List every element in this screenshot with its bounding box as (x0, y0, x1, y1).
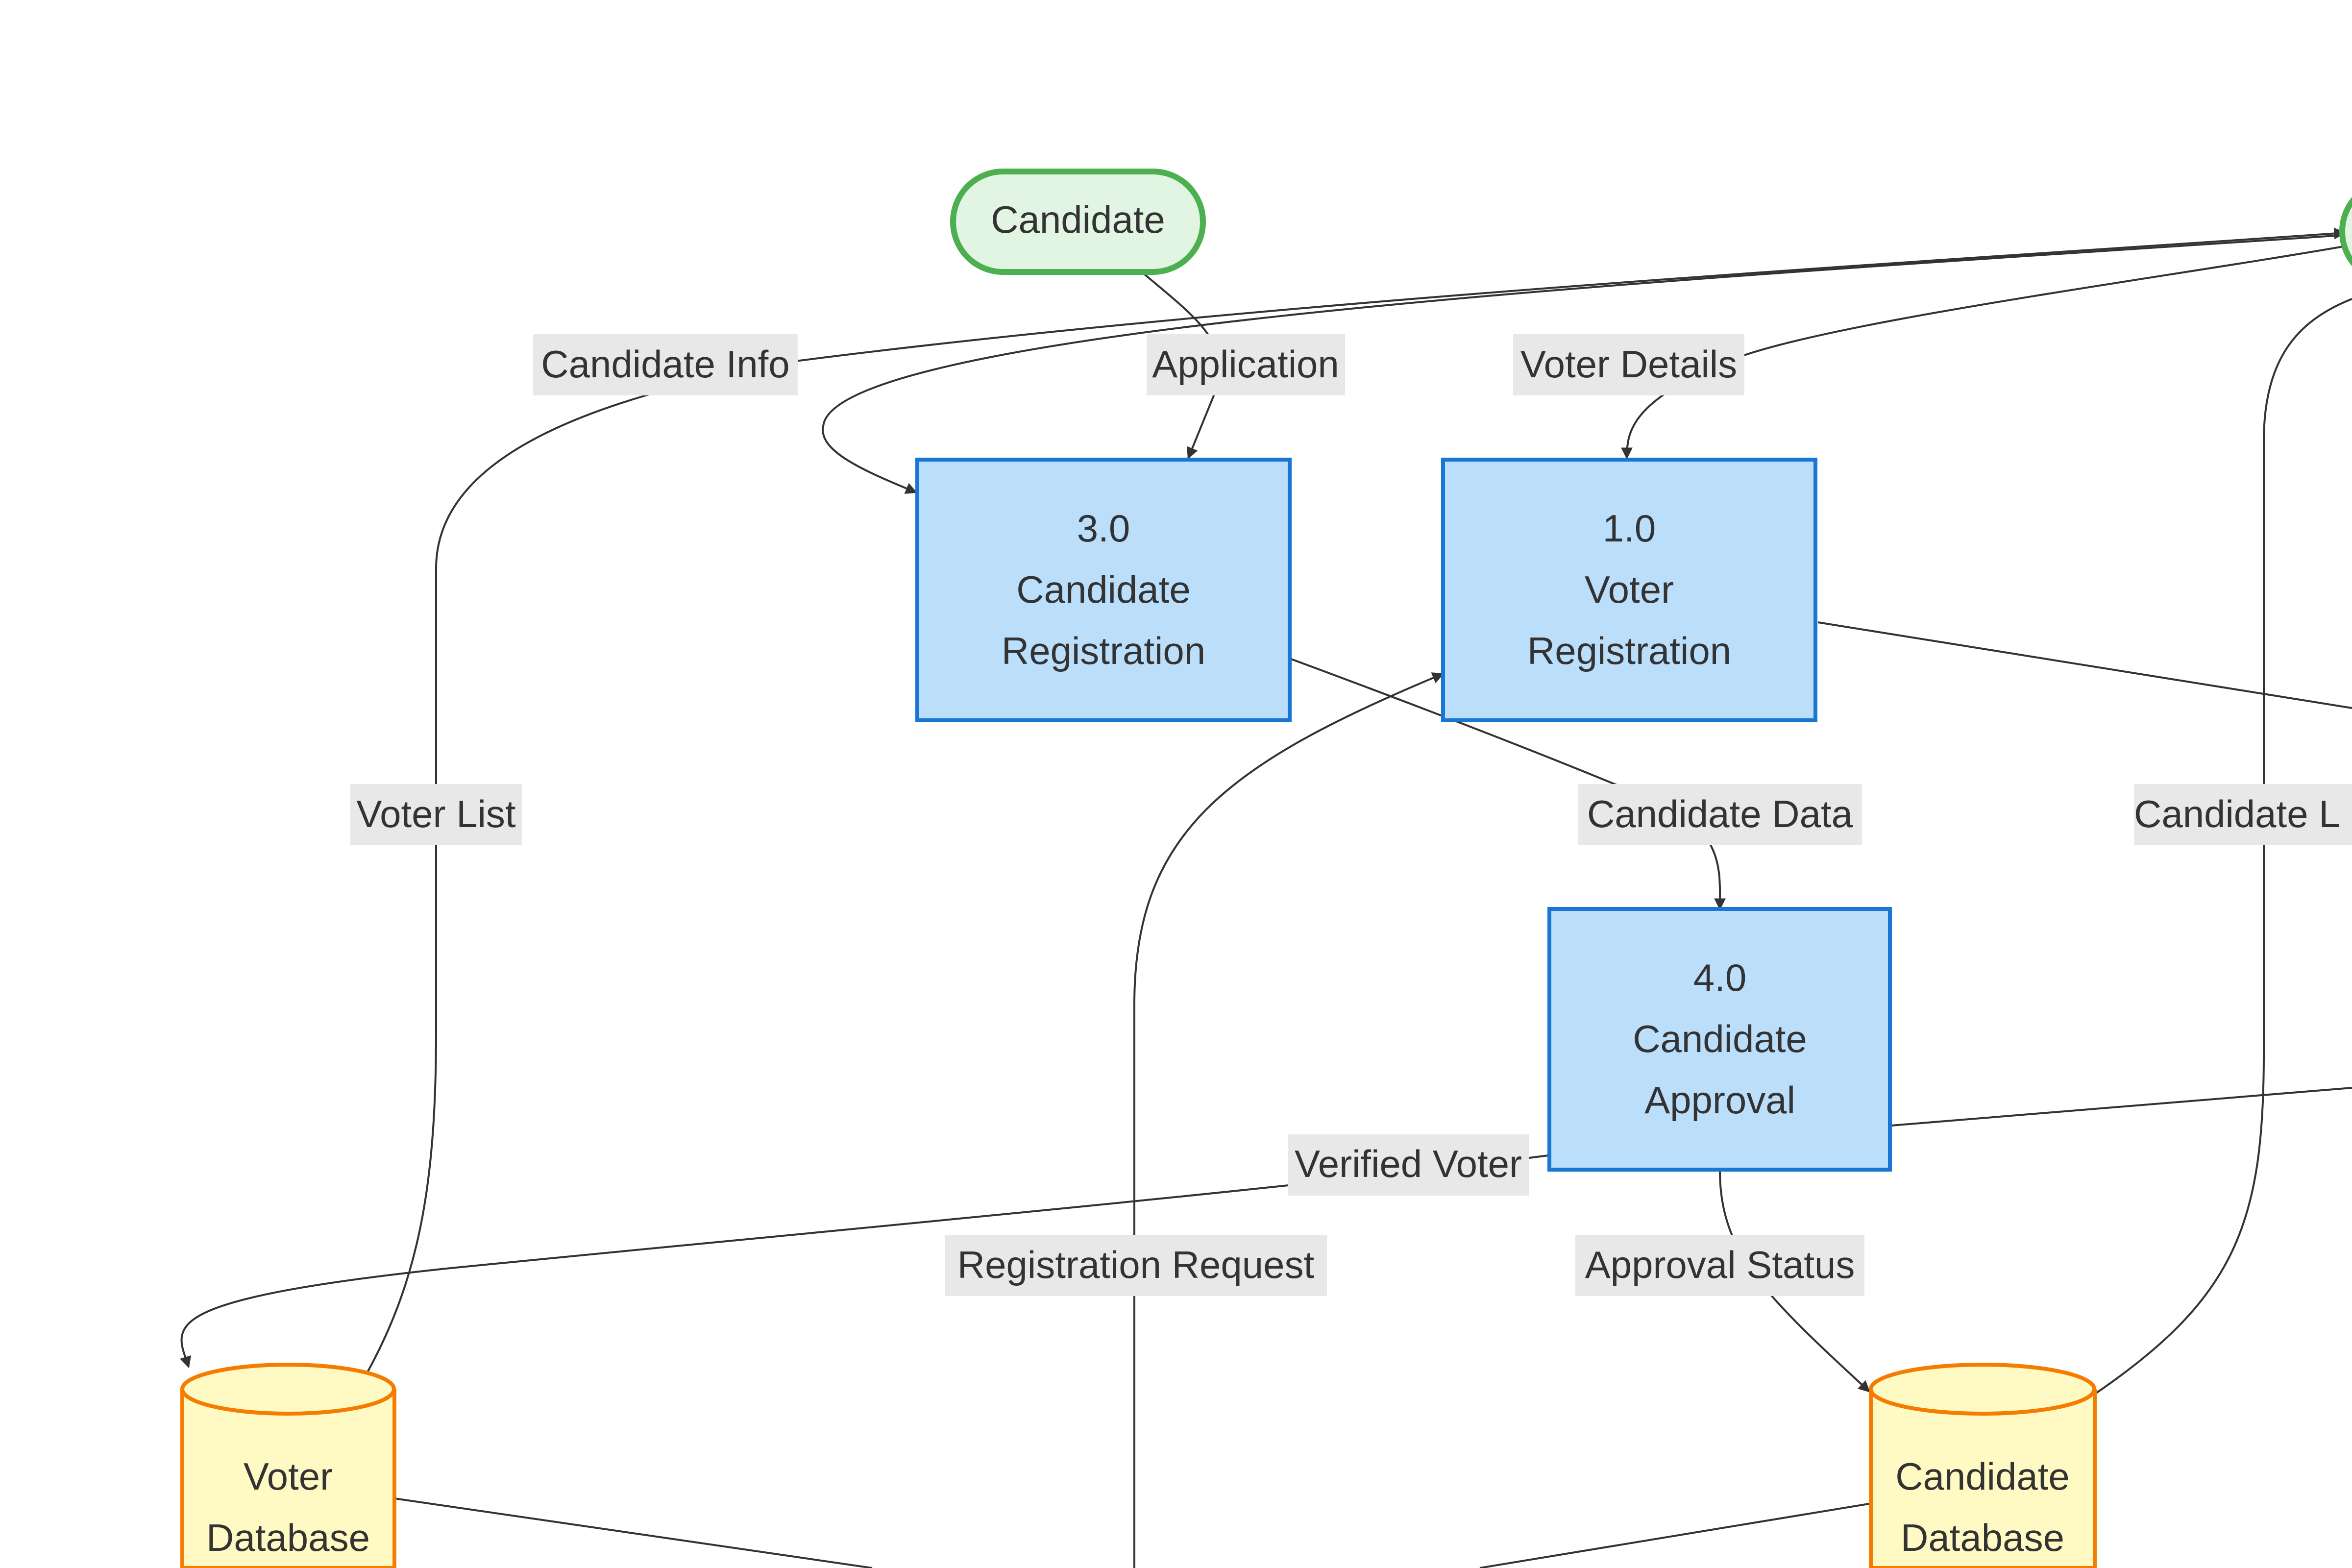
entity-candidate-label: Candidate (991, 198, 1165, 241)
edge-label-text: Verified Voter (1295, 1142, 1522, 1185)
process-number: 3.0 (1077, 507, 1130, 550)
process-number: 1.0 (1603, 507, 1656, 550)
edge-candidate-db-out (1479, 1502, 1872, 1568)
label-application: Application (1147, 334, 1345, 395)
edge-label-text: Application (1152, 343, 1339, 386)
process-name-line: Voter (1585, 568, 1674, 611)
edge-voter-db-out (394, 1497, 873, 1568)
edge-candidate-list (2094, 298, 2352, 1395)
process-candidate-registration: 3.0 Candidate Registration (915, 458, 1292, 722)
store-name-line: Database (206, 1516, 370, 1559)
entity-candidate: Candidate (950, 169, 1206, 275)
edge-label-text: Voter Details (1520, 343, 1737, 386)
label-candidate-info: Candidate Info (533, 334, 798, 395)
edge-labels: Candidate Info Application Voter Details… (350, 334, 2352, 1296)
process-name-line: Registration (1527, 629, 1731, 672)
edge-voter-list (367, 227, 2346, 1372)
process-number: 4.0 (1693, 956, 1746, 999)
label-candidate-list: Candidate L (2134, 784, 2352, 845)
store-name-line: Database (1901, 1516, 2064, 1559)
process-name-line: Registration (1002, 629, 1205, 672)
label-voter-details: Voter Details (1513, 334, 1744, 395)
edge-label-text: Candidate Data (1587, 792, 1853, 835)
label-verified-voter: Verified Voter (1288, 1134, 1529, 1196)
edge-registration-request (1133, 672, 1445, 1568)
label-candidate-data: Candidate Data (1578, 784, 1862, 845)
edge-to-candidate-registration (822, 234, 2343, 494)
process-voter-registration: 1.0 Voter Registration (1441, 458, 1817, 722)
process-candidate-approval: 4.0 Candidate Approval (1547, 907, 1892, 1172)
edge-label-text: Candidate L (2134, 792, 2340, 835)
entity-offscreen-right (2339, 196, 2352, 267)
store-voter-database: Voter Database (180, 1363, 396, 1568)
edge-candidate-approval-out (1891, 1087, 2352, 1127)
store-candidate-database: Candidate Database (1869, 1363, 2097, 1568)
edge-label-text: Approval Status (1585, 1243, 1855, 1286)
store-name-line: Voter (244, 1455, 333, 1498)
edge-voter-details (1621, 244, 2352, 460)
label-approval-status: Approval Status (1575, 1235, 1864, 1296)
process-name-line: Approval (1644, 1078, 1795, 1122)
edge-label-text: Candidate Info (541, 343, 789, 386)
store-name-line: Candidate (1895, 1455, 2070, 1498)
label-registration-request: Registration Request (945, 1235, 1327, 1296)
edge-label-text: Registration Request (957, 1243, 1315, 1286)
process-name-line: Candidate (1633, 1017, 1807, 1060)
edge-voter-registration-out (1817, 621, 2352, 709)
process-name-line: Candidate (1016, 568, 1191, 611)
edge-label-text: Voter List (356, 792, 516, 835)
label-voter-list: Voter List (350, 784, 522, 845)
